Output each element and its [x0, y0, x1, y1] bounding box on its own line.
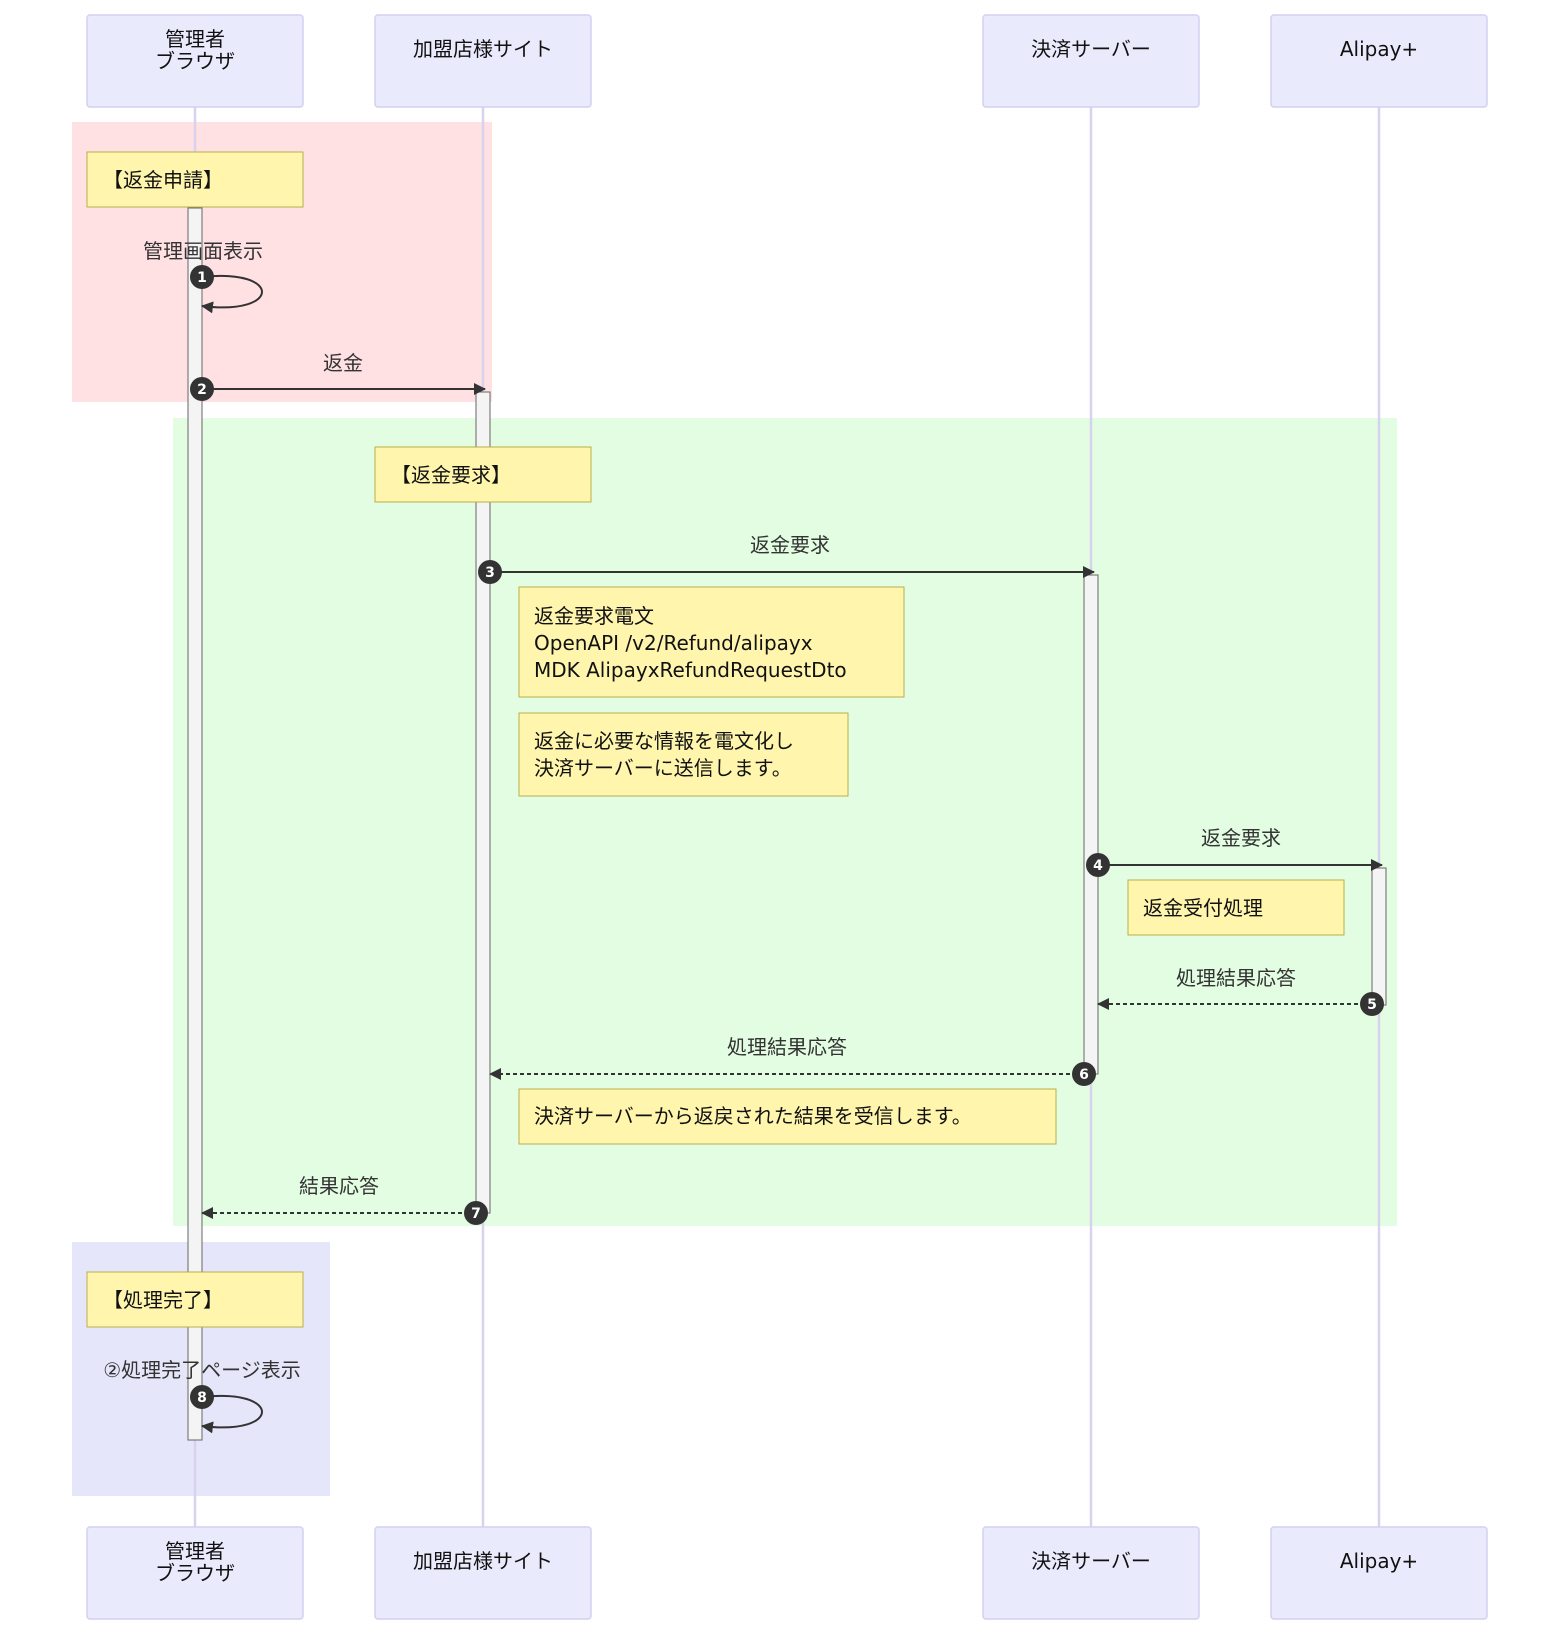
actor-server-top: 決済サーバー	[982, 14, 1200, 108]
sequence-number: 6	[1079, 1067, 1089, 1083]
actor-box	[1270, 1526, 1488, 1620]
message-label: ②処理完了ページ表示	[103, 1358, 301, 1382]
message-3: 返金要求 3	[478, 533, 1095, 584]
message-label: 返金要求	[750, 533, 830, 557]
actor-alipay-bottom: Alipay+	[1270, 1526, 1488, 1620]
sequence-number: 2	[197, 382, 207, 398]
actor-admin-top: 管理者 ブラウザ	[86, 14, 304, 108]
note-line: OpenAPI /v2/Refund/alipayx	[534, 631, 813, 655]
sequence-number-badge	[1360, 992, 1384, 1016]
actor-admin-bottom: 管理者 ブラウザ	[86, 1526, 304, 1620]
note-text: 【処理完了】	[103, 1288, 223, 1312]
actor-server-bottom: 決済サーバー	[982, 1526, 1200, 1620]
message-label: 処理結果応答	[1176, 966, 1296, 990]
message-4: 返金要求 4	[1086, 826, 1383, 877]
actor-box	[86, 14, 304, 108]
activation-alipay	[1371, 867, 1387, 1006]
sequence-number-badge	[464, 1201, 488, 1225]
note-box	[1127, 879, 1345, 936]
note-send-info: 返金に必要な情報を電文化し 決済サーバーに送信します。	[518, 712, 849, 797]
sequence-number-badge	[478, 560, 502, 584]
actor-label-line1: 管理者	[165, 27, 225, 51]
actor-label-line2: ブラウザ	[155, 49, 235, 73]
note-refund-accept: 返金受付処理	[1127, 879, 1345, 936]
sequence-number-badge	[1072, 1062, 1096, 1086]
note-box	[518, 1088, 1057, 1145]
sequence-number: 5	[1367, 997, 1377, 1013]
note-line: 返金受付処理	[1143, 896, 1263, 920]
note-refund-message: 返金要求電文 OpenAPI /v2/Refund/alipayx MDK Al…	[518, 586, 905, 698]
note-box	[518, 586, 905, 698]
section-title-refund-application: 【返金申請】	[86, 151, 304, 208]
note-line: 決済サーバーから返戻された結果を受信します。	[534, 1104, 972, 1128]
actor-label: Alipay+	[1340, 37, 1418, 61]
actor-label-line1: 管理者	[165, 1539, 225, 1563]
note-line: 決済サーバーに送信します。	[534, 756, 792, 780]
sequence-number: 7	[471, 1206, 481, 1222]
message-label: 結果応答	[299, 1174, 379, 1198]
activation-admin	[187, 207, 203, 1441]
actor-label: 決済サーバー	[1031, 1549, 1151, 1573]
actor-label: Alipay+	[1340, 1549, 1418, 1573]
message-arrow	[201, 1394, 263, 1434]
actor-label-line2: ブラウザ	[155, 1561, 235, 1585]
actor-box	[374, 1526, 592, 1620]
actor-box	[86, 1526, 304, 1620]
actor-box	[982, 1526, 1200, 1620]
actor-merchant-bottom: 加盟店様サイト	[374, 1526, 592, 1620]
section-title-processing-complete: 【処理完了】	[86, 1271, 304, 1328]
actor-label: 決済サーバー	[1031, 37, 1151, 61]
actor-label: 加盟店様サイト	[413, 1549, 553, 1573]
actor-label: 加盟店様サイト	[413, 37, 553, 61]
sequence-number-badge	[190, 265, 214, 289]
message-label: 管理画面表示	[143, 239, 263, 263]
sequence-number: 1	[197, 270, 207, 286]
note-box	[374, 446, 592, 503]
note-line: 返金要求電文	[534, 604, 654, 628]
message-5: 処理結果応答 5	[1097, 966, 1384, 1016]
actor-box	[1270, 14, 1488, 108]
actor-alipay-top: Alipay+	[1270, 14, 1488, 108]
activation-merchant	[475, 391, 491, 1214]
sequence-number: 4	[1093, 858, 1103, 874]
message-1: 管理画面表示 1	[143, 239, 263, 314]
section-title-refund-request: 【返金要求】	[374, 446, 592, 503]
actor-box	[374, 14, 592, 108]
sequence-number-badge	[190, 1385, 214, 1409]
message-2: 返金 2	[190, 351, 486, 401]
sequence-number: 3	[485, 565, 495, 581]
activation-server	[1083, 574, 1099, 1075]
message-label: 返金	[323, 351, 363, 375]
message-6: 処理結果応答 6	[489, 1035, 1096, 1086]
message-label: 返金要求	[1201, 826, 1281, 850]
note-box	[86, 1271, 304, 1328]
sequence-number: 8	[197, 1390, 207, 1406]
note-receive-result: 決済サーバーから返戻された結果を受信します。	[518, 1088, 1057, 1145]
actor-merchant-top: 加盟店様サイト	[374, 14, 592, 108]
note-box	[86, 151, 304, 208]
message-8: ②処理完了ページ表示 8	[103, 1358, 301, 1434]
note-text: 【返金申請】	[103, 168, 223, 192]
note-line: 返金に必要な情報を電文化し	[534, 729, 794, 753]
message-7: 結果応答 7	[201, 1174, 488, 1225]
note-box	[518, 712, 849, 797]
sequence-number-badge	[1086, 853, 1110, 877]
message-arrow	[201, 274, 263, 314]
actor-box	[982, 14, 1200, 108]
note-text: 【返金要求】	[391, 463, 511, 487]
sequence-number-badge	[190, 377, 214, 401]
message-label: 処理結果応答	[727, 1035, 847, 1059]
note-line: MDK AlipayxRefundRequestDto	[534, 658, 847, 682]
